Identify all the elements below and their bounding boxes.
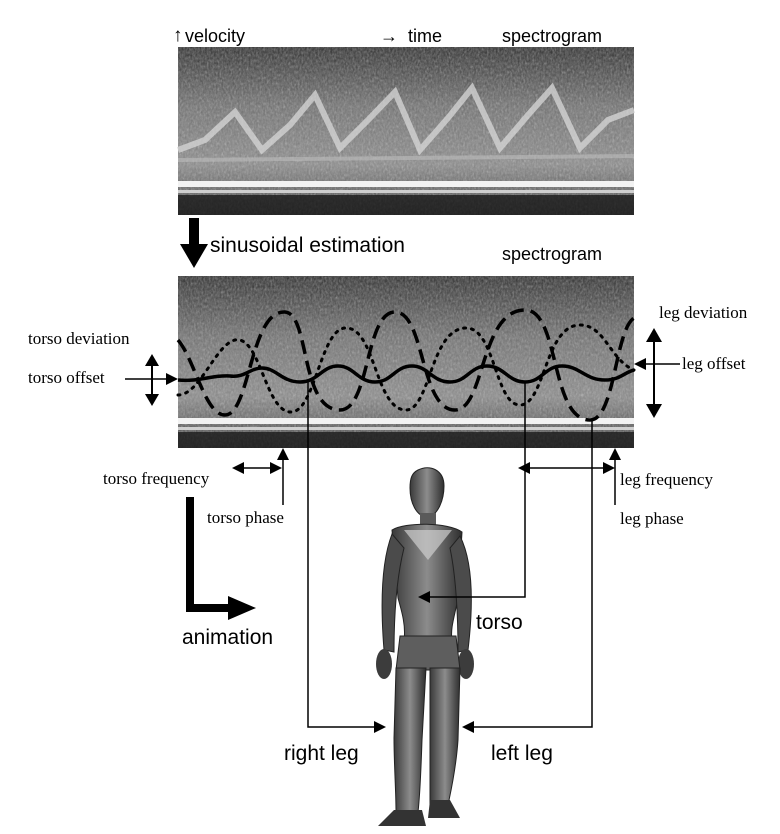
middle-spectrogram	[178, 276, 634, 448]
animation-label: animation	[182, 626, 273, 649]
leg-deviation-arrow-icon	[646, 328, 662, 418]
torso-deviation-label: torso deviation	[28, 329, 130, 348]
torso-phase-label: torso phase	[207, 508, 284, 527]
leg-offset-label: leg offset	[682, 354, 746, 373]
leg-phase-label: leg phase	[620, 509, 684, 528]
velocity-arrow-icon: ↑	[173, 25, 183, 46]
torso-offset-label: torso offset	[28, 368, 105, 387]
left-leg-label: left leg	[491, 742, 553, 765]
right-leg-label: right leg	[284, 742, 359, 765]
down-arrow-icon	[180, 218, 208, 268]
right-leg-connector	[307, 382, 386, 733]
torso-label: torso	[476, 611, 523, 634]
torso-connector	[418, 382, 526, 603]
top-spectrogram	[176, 47, 636, 215]
human-figure	[376, 467, 474, 826]
leg-frequency-label: leg frequency	[620, 470, 713, 489]
time-arrow-icon: →	[380, 26, 398, 46]
middle-spectrogram-label: spectrogram	[502, 244, 602, 264]
torso-sinusoid	[177, 364, 635, 384]
top-spectrogram-gait-trace	[176, 82, 636, 156]
top-spectrogram-label: spectrogram	[502, 26, 602, 46]
leg-phase-arrow-icon	[609, 448, 621, 505]
animation-arrow-icon	[186, 497, 256, 620]
time-label: time	[408, 26, 442, 46]
torso-deviation-arrow-icon	[145, 354, 159, 406]
leg-sinusoid-dotted	[176, 323, 636, 414]
leg-frequency-arrow-icon	[518, 462, 615, 474]
leg-deviation-label: leg deviation	[659, 303, 748, 322]
leg-offset-arrow-icon	[634, 358, 680, 370]
velocity-label: velocity	[185, 26, 245, 46]
torso-frequency-arrow-icon	[232, 462, 282, 474]
left-leg-connector	[462, 420, 593, 733]
torso-frequency-label: torso frequency	[103, 469, 210, 488]
leg-sinusoid-dashed	[176, 308, 636, 422]
torso-phase-arrow-icon	[277, 448, 289, 505]
torso-offset-arrow-icon	[125, 373, 178, 385]
sinusoidal-estimation-label: sinusoidal estimation	[210, 234, 405, 257]
